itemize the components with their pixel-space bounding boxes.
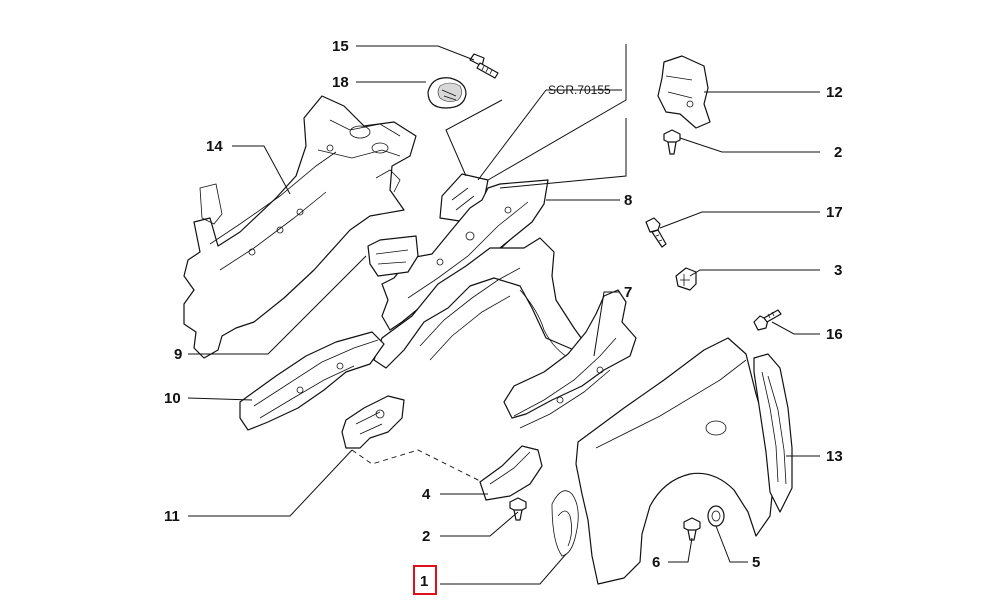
screw-part-6 [683,517,701,541]
callout-17: 17 [826,204,843,221]
callout-11: 11 [164,508,180,525]
plug-part-18 [427,77,467,109]
callout-13: 13 [826,448,843,465]
leader-lines [187,44,820,585]
screw-part-2-bottom [509,497,527,521]
callout-4: 4 [422,486,431,503]
screw-part-2-top [663,129,681,155]
bracket-part-12 [657,55,711,129]
callout-8: 8 [624,192,632,209]
callout-14: 14 [206,138,223,155]
sill-member-part-10 [239,331,385,431]
callout-2-top: 2 [834,144,842,161]
liner-part-7 [503,289,637,429]
callout-16: 16 [826,326,843,343]
bracket-part-11 [341,395,405,449]
clip-part-3 [675,267,697,291]
support-part-9 [367,235,419,277]
inner-wheelhouse-main [373,237,585,369]
callout-1: 1 [420,573,428,590]
callout-18: 18 [332,74,349,91]
callout-7: 7 [624,284,632,301]
bracket-part-4 [479,445,543,501]
reference-code: SGR.70155 [548,83,611,97]
bolt-part-15 [469,53,499,79]
callout-9: 9 [174,346,182,363]
callout-5: 5 [752,554,760,571]
callout-3: 3 [834,262,842,279]
callout-10: 10 [164,390,181,407]
nut-part-5 [707,505,725,527]
assembly-dashed-line [351,449,483,483]
side-panel-part-13 [753,353,793,513]
highlight-box [413,565,437,595]
bolt-part-17 [645,217,667,248]
callout-15: 15 [332,38,349,55]
callout-6: 6 [652,554,660,571]
front-rail-part-14 [183,95,417,359]
callout-2-bottom: 2 [422,528,430,545]
callout-12: 12 [826,84,843,101]
bolt-part-16 [753,309,782,331]
